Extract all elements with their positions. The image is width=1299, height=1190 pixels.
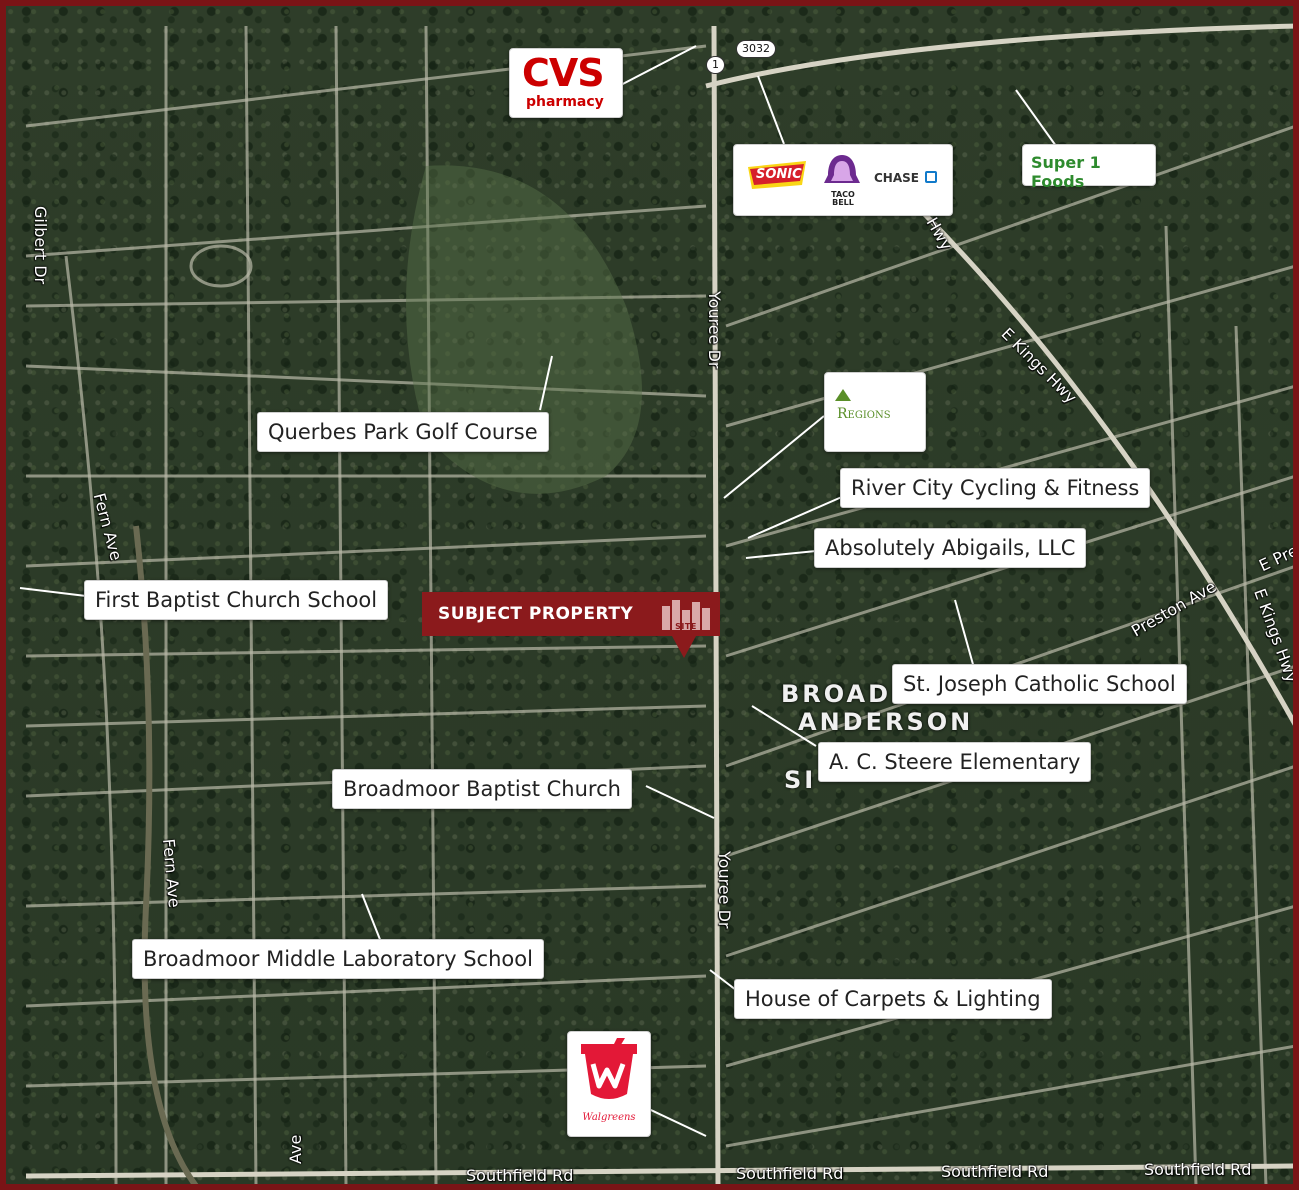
street-southfield-rd-4: Southfield Rd [1144, 1160, 1252, 1179]
street-southfield-rd-2: Southfield Rd [736, 1164, 844, 1183]
street-youree-dr-north: Youree Dr [705, 291, 724, 369]
walgreens-text: Walgreens [582, 1112, 636, 1123]
district-broadmoor: BROADI [781, 680, 903, 708]
sonic-text: SONIC [756, 167, 802, 182]
cvs-pharmacy-text: pharmacy [526, 94, 604, 110]
district-anderson: ANDERSON [798, 708, 974, 736]
taco-bell-bell-icon [824, 155, 860, 183]
super1-foods-logo[interactable]: Super 1 Foods [1022, 144, 1156, 191]
site-text: SITE [675, 622, 697, 631]
walgreens-mortar-icon [581, 1038, 637, 1099]
chase-octagon-icon [925, 171, 938, 183]
chase-text: CHASE [874, 171, 919, 185]
sonic-badge-icon [748, 161, 806, 189]
super1-text: Super 1 Foods [1031, 153, 1101, 191]
street-southfield-rd-1: Southfield Rd [466, 1166, 574, 1185]
taco-bell-logo: TACO BELL [822, 153, 862, 207]
label-broadmoor-middle-laboratory-school[interactable]: Broadmoor Middle Laboratory School [132, 939, 544, 979]
route-1-shield: 1 [706, 56, 725, 74]
label-house-of-carpets-lighting[interactable]: House of Carpets & Lighting [734, 979, 1052, 1019]
subject-property-pointer [672, 636, 696, 658]
route-3032-shield: 3032 [736, 40, 776, 58]
cvs-pharmacy-logo[interactable]: CVS pharmacy [509, 48, 623, 118]
street-gilbert-dr: Gilbert Dr [31, 206, 50, 285]
street-ave-fragment: Ave [286, 1134, 305, 1164]
label-broadmoor-baptist-church[interactable]: Broadmoor Baptist Church [332, 769, 632, 809]
subject-property-label: SUBJECT PROPERTY [438, 604, 634, 624]
regions-bank-logo[interactable]: Regions [824, 372, 926, 452]
label-st-joseph-catholic-school[interactable]: St. Joseph Catholic School [892, 664, 1187, 704]
label-ac-steere-elementary[interactable]: A. C. Steere Elementary [818, 742, 1092, 782]
site-building-icon: SITE [662, 600, 710, 631]
sonic-logo: SONIC [746, 159, 808, 199]
district-fragment: SI [784, 766, 817, 794]
taco-bell-text: TACO BELL [831, 190, 855, 207]
regions-text: Regions [837, 406, 891, 422]
street-youree-dr-south: Youree Dr [715, 851, 734, 929]
subject-property-marker[interactable]: SUBJECT PROPERTY SITE [422, 592, 720, 636]
chase-logo: CHASE [874, 171, 938, 185]
label-absolutely-abigails[interactable]: Absolutely Abigails, LLC [814, 528, 1087, 568]
cvs-wordmark: CVS [522, 51, 605, 95]
label-first-baptist-church-school[interactable]: First Baptist Church School [84, 580, 389, 620]
walgreens-logo[interactable]: Walgreens [567, 1031, 651, 1137]
sonic-tacobell-chase-logos[interactable]: SONIC TACO BELL CHASE [733, 144, 953, 216]
label-querbes-park-golf-course[interactable]: Querbes Park Golf Course [257, 412, 549, 452]
street-southfield-rd-3: Southfield Rd [941, 1162, 1049, 1181]
regions-triangle-icon [835, 389, 851, 401]
label-river-city-cycling[interactable]: River City Cycling & Fitness [840, 468, 1151, 508]
